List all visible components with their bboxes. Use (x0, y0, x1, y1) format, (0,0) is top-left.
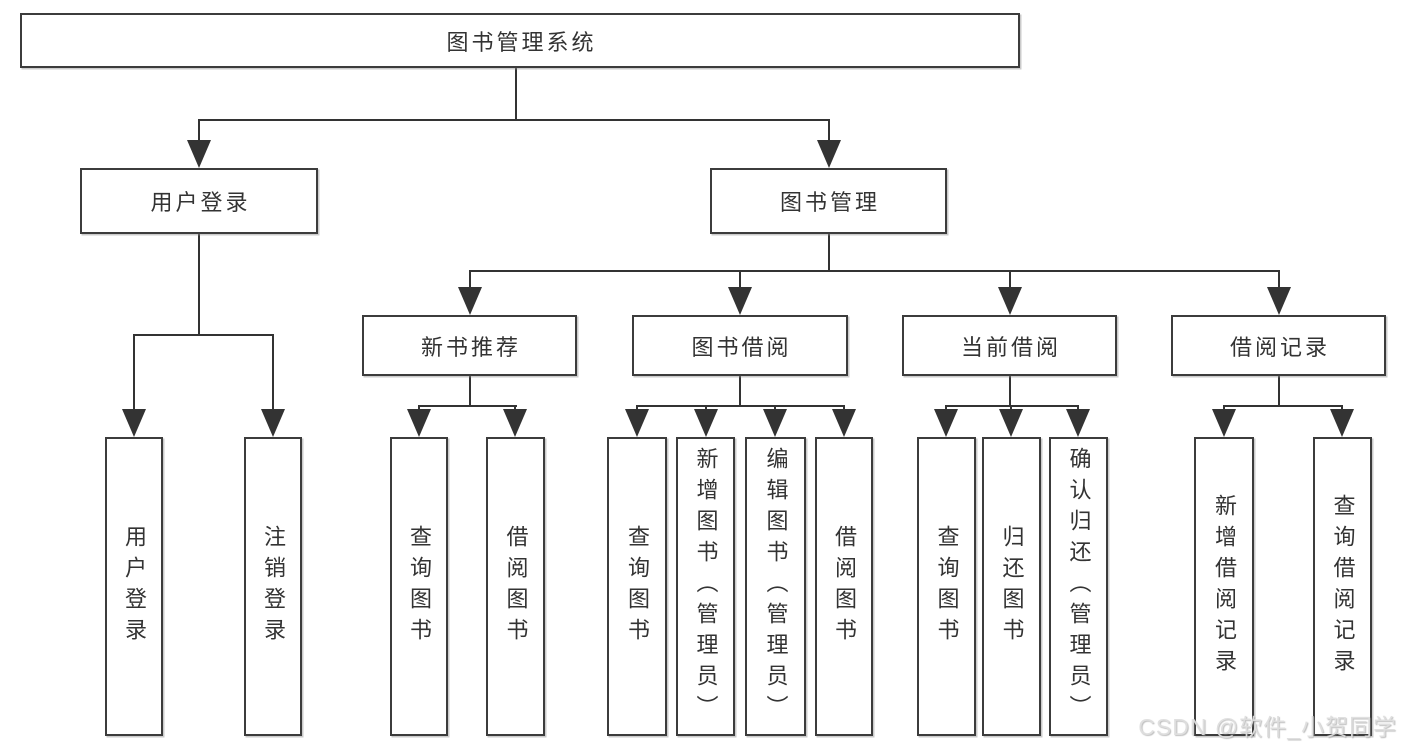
leaf-add-borrow-record: 新增借阅记录 (1194, 437, 1254, 736)
leaf-user-login: 用户登录 (105, 437, 163, 736)
arrow-down-icon (122, 409, 146, 437)
arrow-down-icon (728, 287, 752, 315)
connector-line (1278, 376, 1280, 406)
node-book-management: 图书管理 (710, 168, 947, 234)
connector-line (514, 405, 516, 412)
connector-line (272, 334, 274, 411)
connector-line (1278, 270, 1280, 289)
node-label: 借阅记录 (1229, 334, 1330, 360)
leaf-logout-login: 注销登录 (244, 437, 302, 736)
connector-line (774, 405, 776, 412)
leaf-borrow-books-borrowing: 借阅图书 (815, 437, 873, 736)
node-label: 借阅图书 (832, 524, 857, 649)
arrow-down-icon (817, 140, 841, 168)
connector-line (1341, 405, 1343, 412)
node-label: 借阅图书 (503, 524, 529, 649)
connector-line (828, 119, 830, 142)
node-label: 新增图书（管理员） (693, 447, 719, 726)
leaf-return-books: 归还图书 (982, 437, 1041, 736)
node-label: 图书管理系统 (446, 29, 597, 55)
leaf-confirm-return-admin: 确认归还（管理员） (1049, 437, 1108, 736)
arrow-down-icon (694, 409, 718, 437)
leaf-query-borrow-record: 查询借阅记录 (1313, 437, 1372, 736)
node-label: 归还图书 (999, 524, 1025, 649)
connector-line (469, 270, 471, 289)
node-label: 当前借阅 (960, 334, 1061, 360)
connector-line (469, 376, 471, 406)
node-book-borrowing: 图书借阅 (632, 315, 848, 376)
arrow-down-icon (503, 409, 527, 437)
connector-line (1223, 405, 1343, 407)
node-library-management-system: 图书管理系统 (20, 13, 1020, 68)
connector-line (198, 119, 830, 121)
node-label: 确认归还（管理员） (1066, 447, 1092, 726)
arrow-down-icon (1066, 409, 1090, 437)
node-new-book-recommend: 新书推荐 (362, 315, 577, 376)
node-label: 编辑图书（管理员） (763, 447, 789, 726)
connector-line (1009, 270, 1011, 289)
connector-line (739, 376, 741, 406)
leaf-borrow-books-recommend: 借阅图书 (486, 437, 545, 736)
connector-line (198, 234, 200, 336)
connector-line (1077, 405, 1079, 412)
arrow-down-icon (187, 140, 211, 168)
connector-line (198, 119, 200, 142)
node-label: 图书管理 (779, 190, 880, 215)
node-borrow-records: 借阅记录 (1171, 315, 1386, 376)
connector-line (636, 405, 845, 407)
node-user-login: 用户登录 (80, 168, 318, 234)
arrow-down-icon (832, 409, 856, 437)
connector-line (1010, 405, 1012, 412)
leaf-query-books-borrowing: 查询图书 (607, 437, 667, 736)
leaf-query-books-current: 查询图书 (917, 437, 976, 736)
arrow-down-icon (1330, 409, 1354, 437)
arrow-down-icon (261, 409, 285, 437)
node-label: 用户登录 (150, 190, 251, 215)
arrow-down-icon (407, 409, 431, 437)
node-label: 新增借阅记录 (1212, 493, 1237, 680)
connector-line (828, 234, 830, 272)
connector-line (469, 270, 1280, 272)
arrow-down-icon (458, 287, 482, 315)
arrow-down-icon (1267, 287, 1291, 315)
node-current-borrowing: 当前借阅 (902, 315, 1117, 376)
arrow-down-icon (1212, 409, 1236, 437)
node-label: 注销登录 (261, 524, 286, 649)
node-label: 查询借阅记录 (1330, 493, 1356, 680)
connector-line (418, 405, 517, 407)
connector-line (739, 270, 741, 289)
node-label: 图书借阅 (691, 334, 792, 360)
arrow-down-icon (763, 409, 787, 437)
connector-line (1009, 376, 1011, 406)
arrow-down-icon (934, 409, 958, 437)
node-label: 查询图书 (625, 524, 650, 649)
node-label: 查询图书 (934, 524, 960, 649)
node-label: 查询图书 (407, 524, 432, 649)
connector-line (843, 405, 845, 412)
node-label: 用户登录 (122, 524, 147, 649)
connector-line (133, 334, 274, 336)
connector-line (515, 68, 517, 121)
connector-line (705, 405, 707, 412)
node-label: 新书推荐 (420, 334, 521, 360)
arrow-down-icon (999, 409, 1023, 437)
connector-line (418, 405, 420, 412)
connector-line (133, 334, 135, 411)
connector-line (636, 405, 638, 412)
leaf-add-book-admin: 新增图书（管理员） (676, 437, 735, 736)
arrow-down-icon (625, 409, 649, 437)
leaf-query-books-recommend: 查询图书 (390, 437, 448, 736)
arrow-down-icon (998, 287, 1022, 315)
connector-line (945, 405, 1079, 407)
connector-line (945, 405, 947, 412)
leaf-edit-book-admin: 编辑图书（管理员） (745, 437, 806, 736)
connector-line (1223, 405, 1225, 412)
